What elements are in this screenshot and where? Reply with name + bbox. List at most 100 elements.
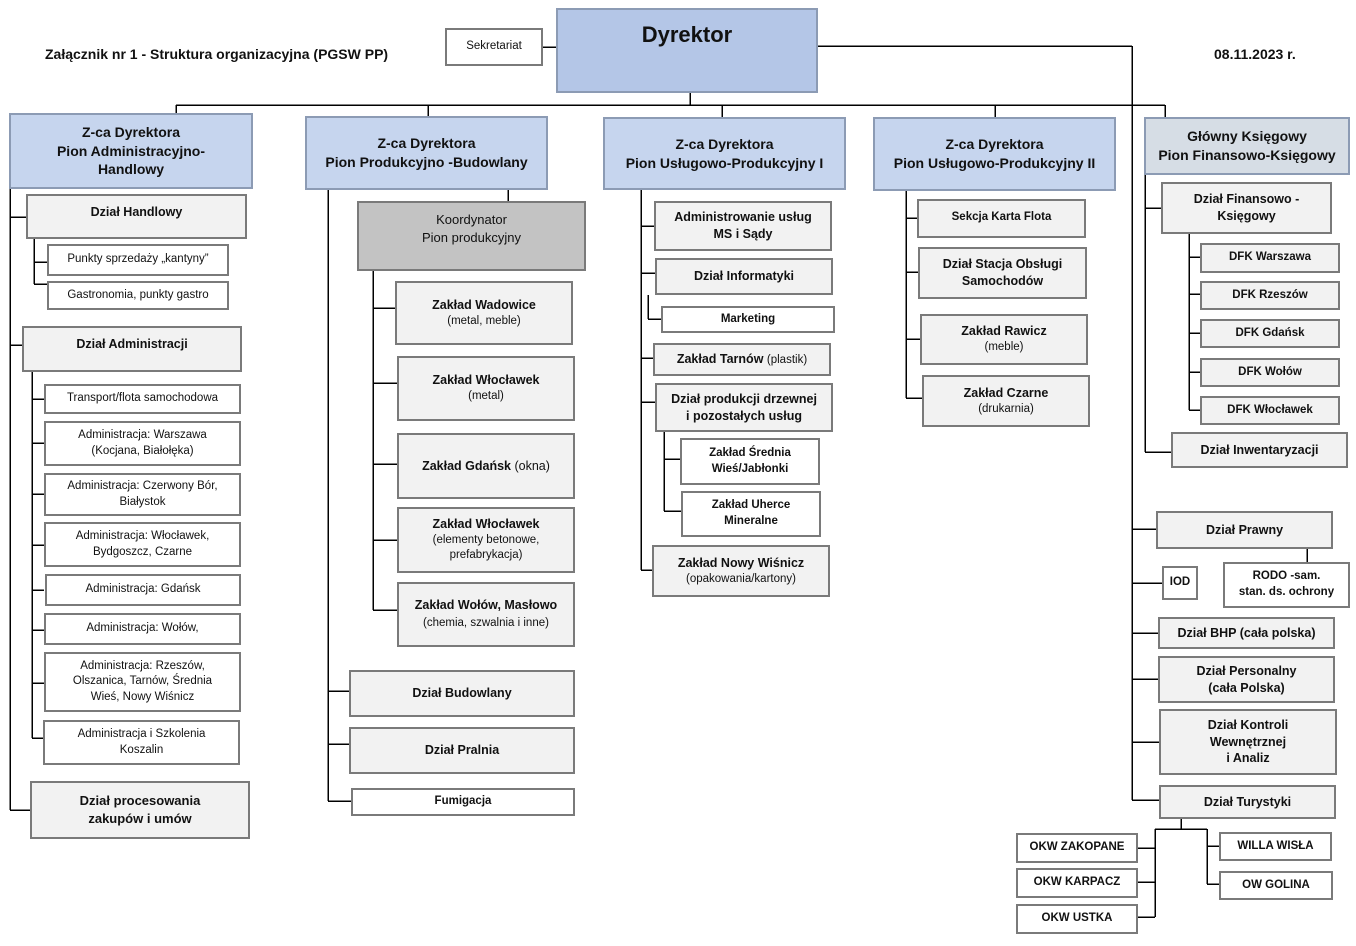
box-label: Fumigacja (434, 795, 492, 808)
box-label: DFK Włocławek (1227, 403, 1313, 416)
plant-box: Zakład Wołów, Masłowo (chemia, szwalnia … (397, 582, 575, 647)
head-line: Z-ca Dyrektora (81, 123, 181, 140)
plant-detail: (metal, meble) (447, 314, 521, 327)
chart-title: Załącznik nr 1 - Struktura organizacyjna… (45, 46, 389, 62)
box-line: Dział procesowania (79, 793, 201, 809)
box-label: OKW KARPACZ (1033, 876, 1121, 889)
box-line: Koszalin (119, 743, 164, 756)
plant-name: Zakład Rawicz (961, 324, 1047, 339)
deputy-services-2-box: Z-ca Dyrektora Pion Usługowo-Produkcyjny… (873, 117, 1116, 191)
box-label: Dział Turystyki (1203, 794, 1292, 809)
box-label: Dział BHP (cała polska) (1177, 625, 1316, 640)
plant-name: Zakład Nowy Wiśnicz (677, 555, 805, 570)
box-line: Dział Personalny (1196, 663, 1297, 678)
box-label: Administracja: Gdańsk (85, 583, 201, 596)
admin-item-box: Administracja: Gdańsk (45, 574, 241, 606)
chief-accountant-box: Główny Księgowy Pion Finansowo-Księgowy (1144, 117, 1350, 175)
okw-box: OKW ZAKOPANE (1016, 833, 1138, 863)
plant-name: Zakład Tarnów (676, 351, 764, 366)
plant-detail: (elementy betonowe, prefabrykacja) (432, 533, 540, 562)
plant-detail: (chemia, szwalnia i inne) (423, 617, 549, 630)
box-line: Zakład Średnia (709, 446, 791, 459)
box-label: Administracja: Wołów, (86, 622, 199, 635)
head-line: Z-ca Dyrektora (675, 135, 774, 152)
box-line: Księgowy (1217, 209, 1276, 223)
head-line: Główny Księgowy (1187, 128, 1307, 145)
dfk-box: DFK Włocławek (1200, 396, 1340, 425)
plant-detail: (plastik) (766, 353, 808, 366)
box-line: Bydgoszcz, Czarne (92, 545, 193, 558)
dept-legal-box: Dział Prawny (1156, 511, 1333, 549)
dept-commercial-box: Dział Handlowy (26, 194, 247, 239)
dept-laundry-box: Dział Pralnia (349, 727, 575, 774)
head-line: Pion Administracyjno- (56, 142, 206, 159)
box-label: OKW USTKA (1041, 912, 1113, 925)
plant-box: Zakład Czarne (drukarnia) (922, 375, 1090, 427)
box-line: zakupów i umów (88, 811, 192, 826)
box-label: Dział Inwentaryzacji (1200, 442, 1319, 457)
box-line: i pozostałych usług (686, 408, 802, 423)
box-line: Olszanica, Tarnów, Średnia (72, 675, 213, 688)
box-line: Koordynator (436, 212, 507, 227)
box-label: Sekcja Karta Flota (951, 211, 1052, 223)
dfk-box: DFK Rzeszów (1200, 281, 1340, 310)
box-line: Dział Kontroli (1207, 717, 1289, 732)
head-line: Handlowy (97, 161, 165, 178)
director-label: Dyrektor (641, 22, 733, 47)
head-line: Z-ca Dyrektora (377, 135, 476, 152)
box-line: Dział Stacja Obsługi (942, 257, 1063, 272)
box-line: Administracja: Rzeszów, (80, 659, 205, 672)
dept-administration-box: Dział Administracji (22, 326, 242, 372)
box-line: Białystok (119, 495, 166, 508)
box-label: Punkty sprzedaży „kantyny” (67, 253, 209, 266)
plant-box: Zakład Gdańsk (okna) (397, 433, 575, 499)
canteens-box: Punkty sprzedaży „kantyny” (47, 244, 229, 276)
box-line: Administracja i Szkolenia (77, 727, 206, 740)
okw-box: OKW USTKA (1016, 904, 1138, 934)
admin-item-box: Administracja: Włocławek,Bydgoszcz, Czar… (44, 522, 241, 567)
head-line: Pion Produkcyjno -Budowlany (325, 154, 528, 170)
plant-box: Zakład Tarnów (plastik) (653, 343, 831, 376)
villa-box: OW GOLINA (1219, 871, 1333, 900)
plant-box: Zakład Rawicz (meble) (920, 314, 1088, 365)
dept-inventory-box: Dział Inwentaryzacji (1171, 432, 1348, 468)
box-line: stan. ds. ochrony (1238, 586, 1335, 598)
gastronomy-box: Gastronomia, punkty gastro (47, 281, 229, 310)
marketing-box: Marketing (661, 306, 835, 333)
plant-detail: (metal) (468, 390, 504, 403)
box-line: Wieś, Nowy Wiśnicz (90, 690, 195, 703)
box-line: (cała Polska) (1208, 680, 1285, 695)
box-line: Administracja: Warszawa (78, 428, 207, 441)
box-line: Pion produkcyjny (422, 229, 521, 245)
plant-box: Zakład Włocławek(elementy betonowe, pref… (397, 507, 575, 573)
admin-item-box: Administracja: Czerwony Bór,Białystok (44, 473, 241, 516)
box-label: Transport/flota samochodowa (66, 392, 219, 405)
box-label: DFK Gdańsk (1235, 326, 1305, 339)
plant-name: Zakład Wadowice (432, 297, 536, 312)
plant-detail: (meble) (984, 341, 1024, 354)
iod-box: IOD (1162, 566, 1198, 600)
head-line: Z-ca Dyrektora (945, 136, 1044, 153)
box-label: WILLA WISŁA (1237, 839, 1314, 852)
box-line: i Analiz (1226, 751, 1270, 766)
box-label: Dział Informatyki (693, 269, 795, 283)
dept-it-box: Dział Informatyki (655, 258, 833, 295)
admin-item-box: Administracja: Wołów, (44, 613, 241, 645)
box-label: OW GOLINA (1242, 878, 1310, 891)
box-line: Samochodów (961, 274, 1044, 288)
plant-detail: (opakowania/kartony) (686, 572, 796, 585)
box-label: Marketing (720, 312, 776, 325)
okw-box: OKW KARPACZ (1016, 868, 1138, 898)
box-label: DFK Rzeszów (1232, 288, 1308, 301)
plant-detail: (drukarnia) (978, 402, 1034, 415)
admin-item-box: Administracja: Rzeszów, Olszanica, Tarnów… (44, 652, 241, 712)
plant-detail: (okna) (514, 458, 550, 473)
dept-procurement-box: Dział procesowania zakupów i umów (30, 781, 250, 839)
box-label: DFK Wołów (1238, 365, 1302, 378)
plant-name: Zakład Czarne (963, 385, 1049, 400)
